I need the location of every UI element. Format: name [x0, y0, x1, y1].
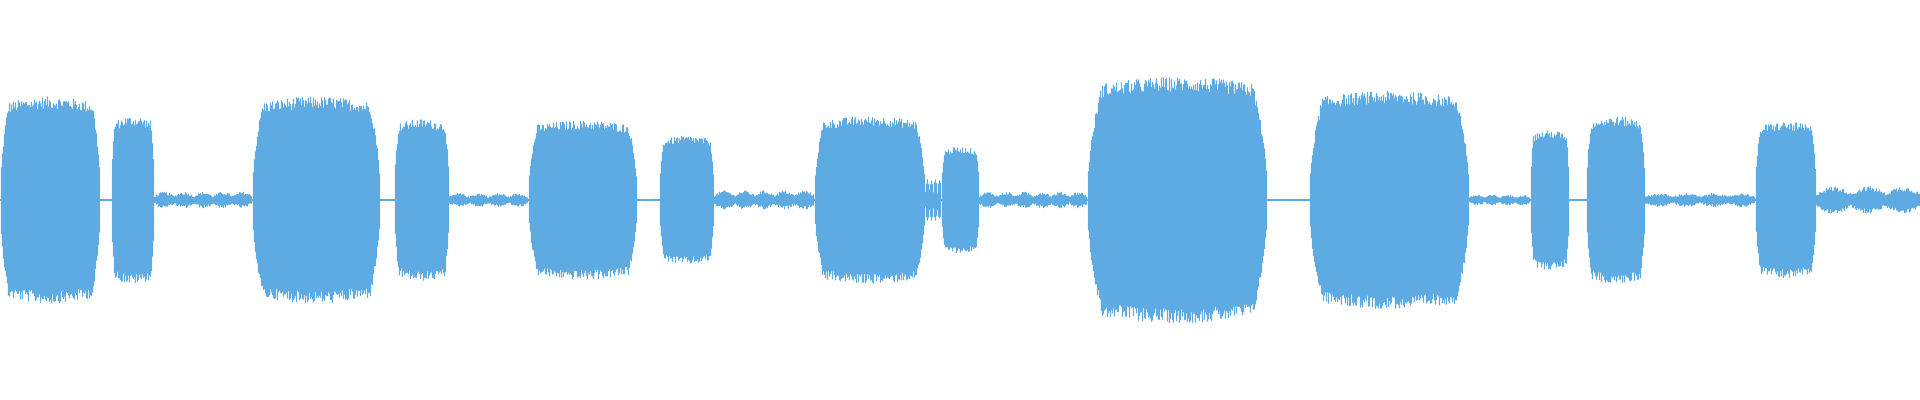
waveform-trace	[0, 77, 1920, 323]
